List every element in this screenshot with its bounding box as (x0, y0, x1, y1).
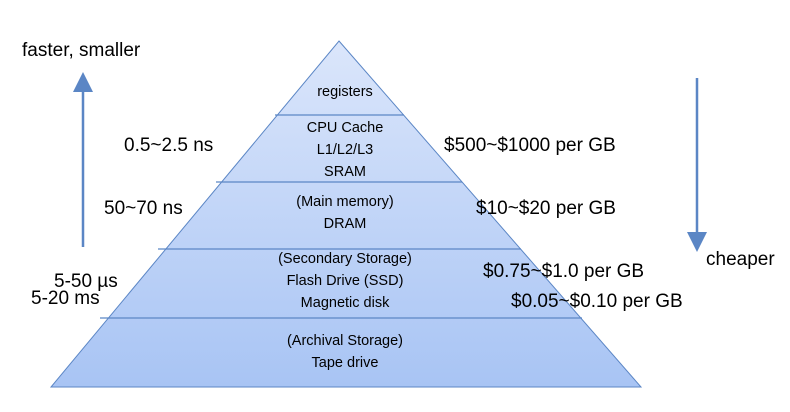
layer-line: (Archival Storage) (286, 333, 404, 349)
layer-cpu-cache: CPU Cache L1/L2/L3 SRAM (0, 117, 690, 183)
layer-line: L1/L2/L3 (316, 142, 374, 158)
cost-ssd: $0.75~$1.0 per GB (483, 261, 645, 282)
layer-line: CPU Cache (306, 120, 384, 136)
layer-line: Tape drive (311, 355, 379, 371)
layer-line: registers (317, 84, 373, 100)
layer-secondary-storage: (Secondary Storage) Flash Drive (SSD) Ma… (0, 248, 690, 314)
cost-main-memory: $10~$20 per GB (476, 198, 616, 219)
latency-disk: 5-20 ms (31, 288, 100, 309)
left-axis-label: faster, smaller (22, 40, 141, 61)
layer-archival-storage: (Archival Storage) Tape drive (0, 330, 690, 374)
latency-ssd: 5-50 µs (54, 271, 118, 292)
cost-cpu-cache: $500~$1000 per GB (444, 135, 616, 156)
layer-line: Flash Drive (SSD) (286, 273, 404, 289)
layer-main-memory: (Main memory) DRAM (0, 191, 690, 235)
right-axis-label: cheaper (706, 249, 775, 270)
layer-line: (Secondary Storage) (278, 251, 412, 267)
latency-main-memory: 50~70 ns (104, 198, 183, 219)
cost-disk: $0.05~$0.10 per GB (511, 291, 683, 312)
layer-line: (Main memory) (296, 194, 394, 210)
layer-line: SRAM (324, 164, 366, 180)
layer-line: Magnetic disk (300, 295, 390, 311)
layer-registers: registers (0, 81, 690, 103)
pyramid-outline (49, 40, 643, 388)
layer-line: DRAM (323, 216, 367, 232)
latency-cpu-cache: 0.5~2.5 ns (124, 135, 214, 156)
